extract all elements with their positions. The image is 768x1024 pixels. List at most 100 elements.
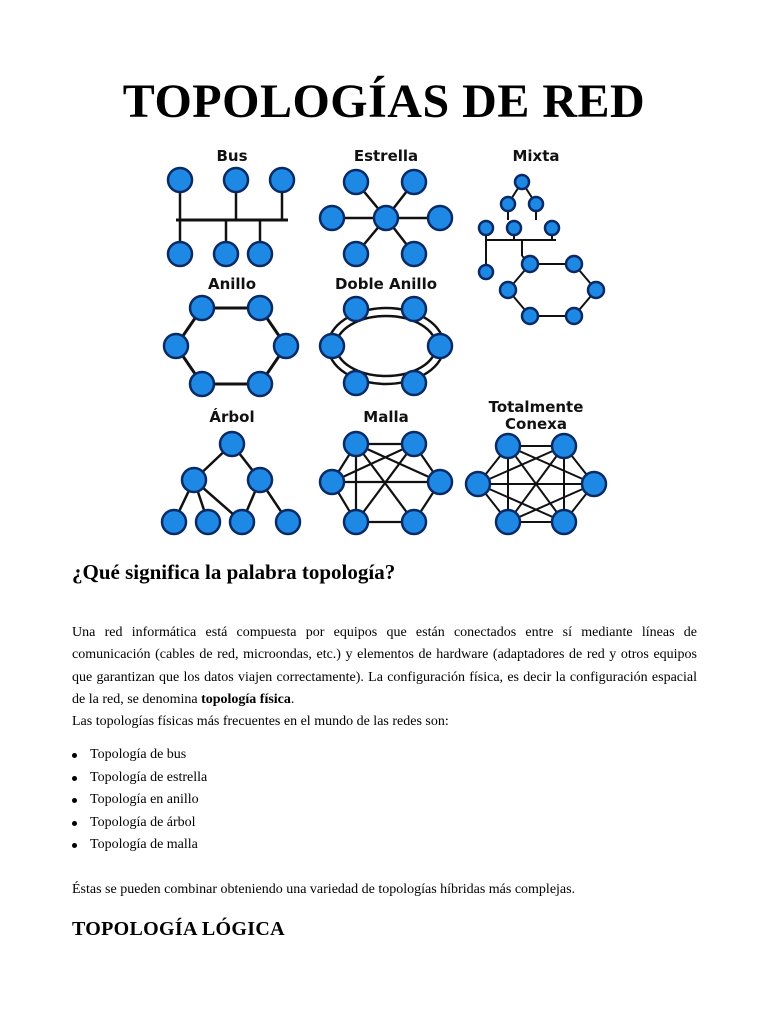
mixed-ring-node (564, 254, 584, 274)
bullet-icon (72, 820, 77, 826)
mesh-node (400, 508, 428, 536)
double-ring-inner (334, 314, 438, 378)
tree-leaf-node (194, 508, 222, 536)
double-ring-node (400, 369, 428, 397)
bus-node (222, 166, 250, 194)
full-mesh-link (507, 483, 595, 523)
mesh-node (400, 430, 428, 458)
double-ring-node (342, 295, 370, 323)
paragraph-network-definition: Una red informática está compuesta por e… (72, 622, 697, 712)
full-mesh-node (550, 508, 578, 536)
star-node (400, 240, 428, 268)
mixed-tree-node (505, 219, 523, 237)
page-title: TOPOLOGÍAS DE RED (122, 75, 646, 128)
mixed-ring-node (564, 306, 584, 326)
list-item: Topología en anillo (72, 789, 207, 812)
bus-node (268, 166, 296, 194)
list-item-text: Topología de estrella (90, 769, 208, 785)
paragraph-end: . (290, 692, 295, 708)
list-item: Topología de bus (72, 744, 207, 767)
mixed-ring-node (520, 306, 540, 326)
tree-leaf-node (160, 508, 188, 536)
mixed-tree-node (513, 173, 531, 191)
double-ring-node (426, 332, 454, 360)
ring-node (188, 370, 216, 398)
section-heading: ¿Qué significa la palabra topología? (72, 560, 396, 584)
ring-node (188, 294, 216, 322)
bus-node (246, 240, 274, 268)
list-item-text: Topología de bus (90, 747, 187, 762)
mesh-node (342, 430, 370, 458)
full-mesh-node (494, 508, 522, 536)
double-ring-node (400, 295, 428, 323)
ring-node (246, 370, 274, 398)
paragraph-text: Una red informática está compuesta por e… (72, 625, 697, 708)
label-anillo: Anillo (208, 275, 256, 293)
star-hub-node (372, 204, 400, 232)
bullet-icon (72, 775, 77, 781)
mixed-ring-node (520, 254, 540, 274)
list-item: Topología de árbol (72, 812, 207, 835)
bus-node (166, 166, 194, 194)
network-topologies-figure: Bus Estrella Mixta Anillo Doble Anillo Á… (156, 140, 612, 540)
mixed-tree-node (543, 219, 561, 237)
label-doble-anillo: Doble Anillo (335, 275, 437, 293)
star-node (318, 204, 346, 232)
mesh-node (342, 508, 370, 536)
mixed-ring-node (586, 280, 606, 300)
bus-node (166, 240, 194, 268)
full-mesh-node (494, 432, 522, 460)
label-totalmente: Totalmente (489, 398, 584, 416)
list-item: Topología de malla (72, 834, 207, 857)
list-item: Topología de estrella (72, 767, 207, 790)
mixed-tree-node (499, 195, 517, 213)
topology-list: Topología de bus Topología de estrella T… (72, 744, 207, 857)
ring-node (246, 294, 274, 322)
double-ring-node (342, 369, 370, 397)
label-bus: Bus (216, 147, 247, 165)
mesh-link (331, 443, 415, 483)
star-node (342, 240, 370, 268)
star-node (400, 168, 428, 196)
label-mixta: Mixta (512, 147, 559, 165)
subheading-logical-topology: TOPOLOGÍA LÓGICA (72, 918, 285, 940)
tree-root-node (218, 430, 246, 458)
full-mesh-node (550, 432, 578, 460)
ring-node (272, 332, 300, 360)
full-mesh-node (464, 470, 492, 498)
diagram-links (172, 180, 597, 524)
list-item-text: Topología de árbol (90, 814, 196, 830)
topologies-diagram: Bus Estrella Mixta Anillo Doble Anillo Á… (160, 147, 608, 536)
tree-leaf-node (274, 508, 302, 536)
mixed-tree-node (477, 219, 495, 237)
mesh-node (318, 468, 346, 496)
mixed-tree-node (477, 263, 495, 281)
bus-node (212, 240, 240, 268)
tree-leaf-node (228, 508, 256, 536)
full-mesh-node (580, 470, 608, 498)
star-node (342, 168, 370, 196)
diagram-labels: Bus Estrella Mixta Anillo Doble Anillo Á… (208, 147, 583, 433)
list-item-text: Topología en anillo (90, 792, 199, 807)
bold-term: topología física (201, 692, 291, 708)
bullet-icon (72, 753, 77, 758)
mesh-node (426, 468, 454, 496)
mixed-ring-node (498, 280, 518, 300)
tree-node (246, 466, 274, 494)
paragraph-frequent-topologies: Las topologías físicas más frecuentes en… (72, 714, 449, 729)
label-malla: Malla (363, 408, 408, 426)
label-arbol: Árbol (209, 407, 254, 426)
list-item-text: Topología de malla (90, 837, 198, 852)
mixed-tree-node (527, 195, 545, 213)
bullet-icon (72, 843, 77, 848)
ring-node (162, 332, 190, 360)
label-conexa: Conexa (505, 415, 567, 433)
double-ring-node (318, 332, 346, 360)
tree-node (180, 466, 208, 494)
full-mesh-link (477, 483, 565, 523)
full-mesh-link (477, 445, 565, 485)
label-estrella: Estrella (354, 147, 418, 165)
star-node (426, 204, 454, 232)
mesh-link (355, 442, 441, 484)
bullet-icon (72, 798, 77, 803)
